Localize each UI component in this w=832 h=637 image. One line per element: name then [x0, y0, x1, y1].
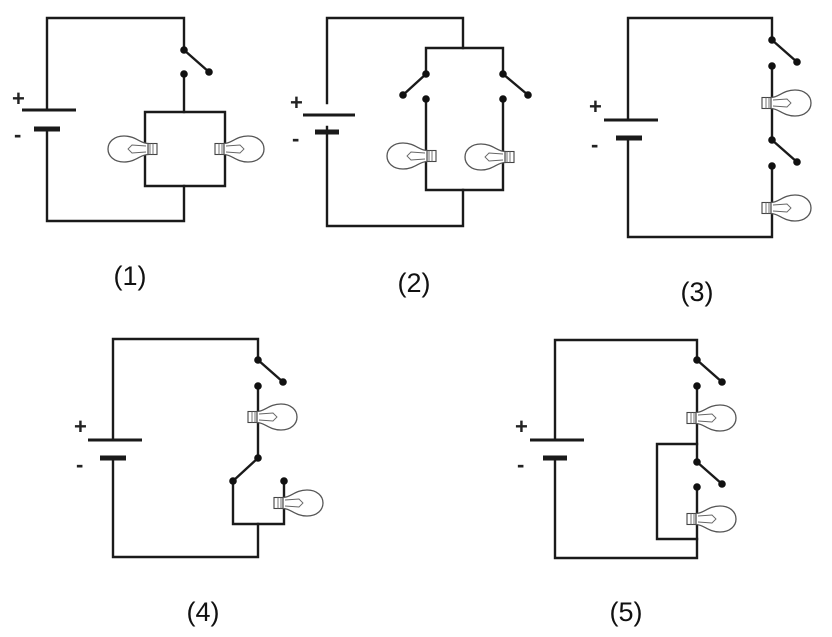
battery-plus-sign: +: [74, 414, 87, 439]
battery-minus-sign: -: [292, 126, 299, 151]
circuit-5-wires: [553, 338, 699, 560]
circuit-2: + - (2): [290, 16, 532, 298]
circuit-1-battery: + -: [12, 86, 76, 147]
battery-plus-sign: +: [12, 86, 25, 111]
circuit-3-bulb-bottom: [761, 194, 812, 222]
circuit-4-switch-top: [254, 356, 287, 390]
circuit-3-bulb-top: [761, 89, 812, 117]
circuit-4: + - (4): [74, 337, 324, 627]
circuit-2-battery: + -: [290, 90, 355, 151]
circuit-5-switch-top: [693, 356, 726, 390]
circuit-2-switch-right: [499, 70, 532, 103]
circuit-5: + - (5): [515, 338, 737, 627]
circuit-4-label: (4): [187, 597, 220, 627]
circuit-4-bulb-top: [247, 403, 298, 431]
circuit-2-wires: [325, 16, 505, 228]
battery-minus-sign: -: [14, 122, 21, 147]
circuit-1-switch: [180, 46, 213, 78]
circuit-4-switch-bottom: [229, 454, 288, 485]
circuit-3-switch-bottom: [768, 136, 801, 170]
battery-minus-sign: -: [591, 132, 598, 157]
circuit-2-bulb-right: [464, 143, 515, 171]
circuit-4-wires: [111, 337, 286, 559]
circuit-4-battery: + -: [74, 414, 142, 477]
circuit-5-label: (5): [610, 597, 643, 627]
circuit-2-label: (2): [398, 268, 431, 298]
circuit-5-bulb-top: [686, 404, 737, 432]
circuit-5-battery: + -: [515, 414, 584, 477]
circuit-1: + - (1): [12, 16, 265, 291]
battery-plus-sign: +: [290, 90, 303, 115]
circuit-1-label: (1): [114, 261, 147, 291]
circuit-2-bulb-left: [386, 142, 437, 170]
circuit-3-battery: + -: [589, 94, 658, 157]
battery-plus-sign: +: [515, 414, 528, 439]
circuit-3-wires: [626, 16, 774, 239]
circuit-3-switch-top: [768, 36, 801, 70]
circuit-5-bulb-bottom: [686, 505, 737, 533]
battery-minus-sign: -: [76, 452, 83, 477]
circuit-3-label: (3): [681, 277, 714, 307]
battery-minus-sign: -: [517, 452, 524, 477]
circuit-1-wires: [45, 16, 227, 223]
circuit-1-bulb-left: [107, 135, 158, 163]
circuit-5-switch-bottom: [693, 458, 726, 491]
circuit-1-bulb-right: [214, 135, 265, 163]
circuit-3: + - (3): [589, 16, 812, 307]
circuit-2-switch-left: [399, 70, 430, 103]
battery-plus-sign: +: [589, 94, 602, 119]
circuit-4-bulb-bottom: [273, 489, 324, 517]
